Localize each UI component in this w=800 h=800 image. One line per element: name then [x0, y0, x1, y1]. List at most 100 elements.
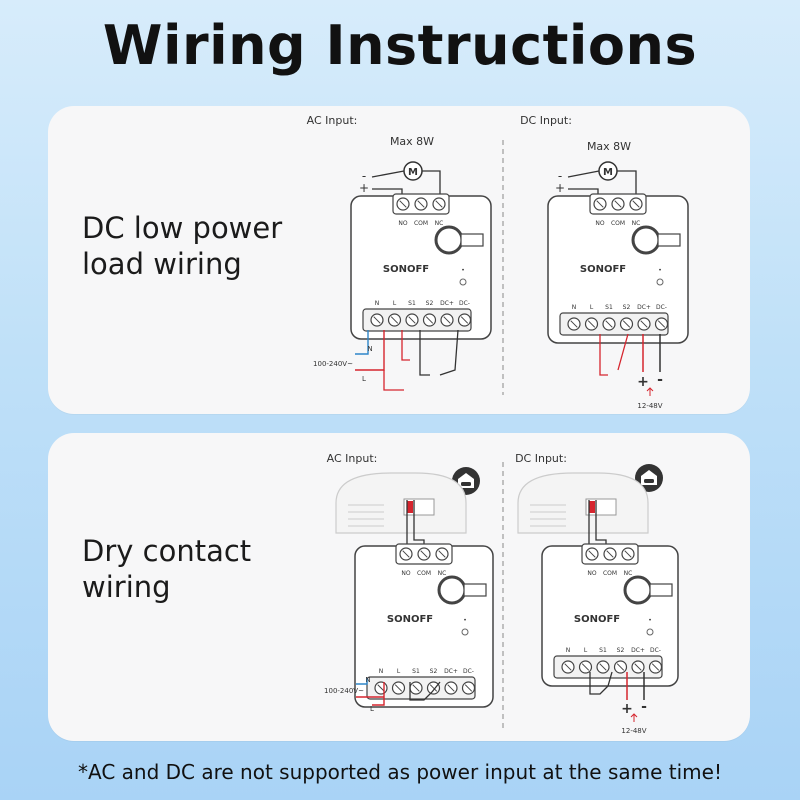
screw-slot: [408, 316, 416, 324]
status-led: [656, 278, 664, 286]
opener-terminal-red: [589, 501, 595, 513]
relay-terminal-label: NC: [624, 570, 633, 577]
neutral-wire: [355, 330, 369, 355]
max-power-label: Max 8W: [587, 140, 631, 153]
dc-voltage-label: 12-48V: [621, 727, 646, 735]
screw-slot: [417, 200, 425, 208]
brand-logo: SONOFF: [574, 614, 620, 625]
garage-opener-unit: [335, 472, 467, 534]
screw-slot: [640, 320, 648, 328]
input-terminal-label: DC-: [650, 647, 661, 654]
brand-logo: SONOFF: [387, 614, 433, 625]
screw-slot: [588, 550, 596, 558]
car-shape: [461, 482, 471, 486]
relay-terminal-label: NO: [587, 570, 596, 577]
dc-minus-mark: -: [657, 372, 663, 388]
relay-terminal-label: NC: [438, 570, 447, 577]
screw-slot: [657, 320, 666, 328]
ac-voltage-label: 100-240V~: [324, 687, 364, 695]
input-terminal-label: DC-: [463, 668, 474, 675]
screw-slot: [390, 316, 399, 324]
input-terminal-label: L: [590, 304, 594, 311]
screw-slot: [447, 684, 455, 692]
input-terminal-label: L: [393, 300, 397, 307]
relay-terminal-label: COM: [611, 220, 625, 227]
relay-terminal-label: COM: [414, 220, 428, 227]
dc-plus-mark: +: [637, 374, 649, 390]
dc-voltage-label: 12-48V: [637, 402, 662, 410]
screw-slot: [624, 550, 632, 558]
screw-slot: [402, 550, 410, 558]
dc-input-heading: DC Input:: [520, 114, 572, 127]
panel-label-line: load wiring: [82, 247, 242, 281]
brand-logo: SONOFF: [580, 264, 626, 275]
minus-label: -: [558, 169, 562, 183]
motor-wire: [567, 170, 637, 197]
input-terminal-label: S1: [599, 647, 607, 654]
garage-opener-unit: [517, 472, 649, 534]
screw-slot: [622, 320, 631, 328]
input-terminal-label: S2: [623, 304, 631, 311]
input-terminal-label: N: [566, 647, 571, 654]
car-shape: [644, 479, 654, 483]
screw-slot: [460, 316, 469, 324]
input-terminal-label: S1: [412, 668, 420, 675]
ac-input-heading: AC Input:: [307, 114, 358, 127]
led-icon: •: [463, 617, 467, 624]
relay-terminal-label: NC: [435, 220, 444, 227]
plus-label: +: [359, 181, 369, 195]
panel-label-line: Dry contact: [82, 534, 252, 568]
led-icon: •: [461, 267, 465, 274]
relay-terminal-label: NO: [398, 220, 407, 227]
screw-slot: [634, 663, 642, 671]
screw-slot: [464, 684, 473, 692]
panel-label: Dry contact wiring: [82, 533, 251, 605]
live-mark: L: [362, 375, 366, 383]
panel-label-line: wiring: [82, 570, 171, 604]
panel-label: DC low power load wiring: [82, 210, 282, 282]
input-terminal-label: DC-: [656, 304, 667, 311]
screw-slot: [429, 684, 438, 692]
screw-slot: [435, 200, 443, 208]
screw-slot: [651, 663, 660, 671]
screw-slot: [581, 663, 590, 671]
switch-contact: [419, 329, 459, 376]
input-terminal-label: S2: [426, 300, 434, 307]
screw-slot: [425, 316, 434, 324]
input-terminal-label: N: [572, 304, 577, 311]
screw-slot: [399, 200, 407, 208]
button-stem: [460, 233, 484, 247]
motor-label: M: [603, 167, 613, 178]
neutral-mark: N: [367, 345, 372, 353]
plus-label: +: [555, 181, 565, 195]
input-terminal-label: N: [375, 300, 380, 307]
switch-wire: [383, 330, 410, 391]
relay-terminal-label: NC: [632, 220, 641, 227]
footnote: *AC and DC are not supported as power in…: [78, 760, 722, 784]
screw-slot: [412, 684, 420, 692]
led-icon: •: [648, 617, 652, 624]
led-icon: •: [658, 267, 662, 274]
input-terminal-label: DC+: [444, 668, 458, 675]
switch-contact: [409, 681, 441, 701]
dc-input-heading: DC Input:: [515, 452, 567, 465]
screw-slot: [587, 320, 596, 328]
minus-label: -: [362, 169, 366, 183]
screw-slot: [614, 200, 622, 208]
input-terminal-label: DC-: [459, 300, 470, 307]
motor-label: M: [408, 167, 418, 178]
ac-voltage-label: 100-240V~: [313, 360, 353, 368]
input-terminal-label: DC+: [440, 300, 454, 307]
opener-terminal-red: [407, 501, 413, 513]
screw-slot: [570, 320, 578, 328]
input-terminal-label: L: [397, 668, 401, 675]
relay-terminal-label: COM: [417, 570, 431, 577]
input-terminal-label: S2: [617, 647, 625, 654]
status-led: [461, 628, 469, 636]
button-stem: [463, 583, 487, 597]
input-terminal-label: S2: [430, 668, 438, 675]
screw-slot: [373, 316, 381, 324]
opener-wire: [406, 500, 425, 546]
